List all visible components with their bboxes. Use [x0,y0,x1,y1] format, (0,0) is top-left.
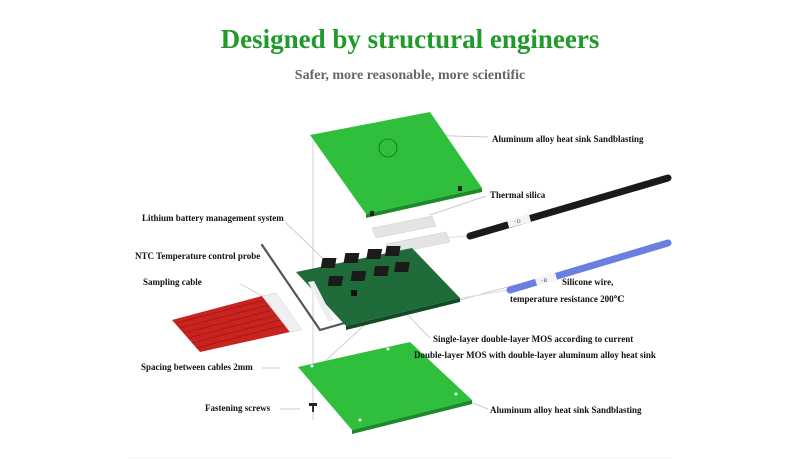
screw-icon [309,403,317,412]
bottom-heat-sink [298,342,472,434]
label-silicone-wire: Silicone wire, [562,277,614,287]
page-title: Designed by structural engineers [220,24,600,54]
label-sampling-cable: Sampling cable [143,277,202,287]
sampling-cable [172,292,303,352]
label-temperature-resistance: temperature resistance 200℃ [510,294,625,304]
black-cable [439,174,672,240]
blue-cable-tag: - B [541,279,548,284]
thermal-silica-pads [371,215,451,255]
label-bms: Lithium battery management system [142,213,284,223]
label-mos-double: Double-layer MOS with double-layer alumi… [414,350,656,360]
ntc-probe [260,243,350,332]
label-bottom-heat-sink: Aluminum alloy heat sink Sandblasting [490,405,642,415]
label-mos-single: Single-layer double-layer MOS according … [433,334,634,344]
page-subtitle: Safer, more reasonable, more scientific [294,68,526,83]
bms-board [296,246,460,330]
label-thermal-silica: Thermal silica [490,190,546,200]
label-ntc-probe: NTC Temperature control probe [135,251,261,261]
label-spacing: Spacing between cables 2mm [141,362,253,372]
top-heat-sink [310,112,482,218]
black-cable-tag: - D [514,220,521,225]
label-top-heat-sink: Aluminum alloy heat sink Sandblasting [492,134,644,144]
label-screws: Fastening screws [205,403,271,413]
